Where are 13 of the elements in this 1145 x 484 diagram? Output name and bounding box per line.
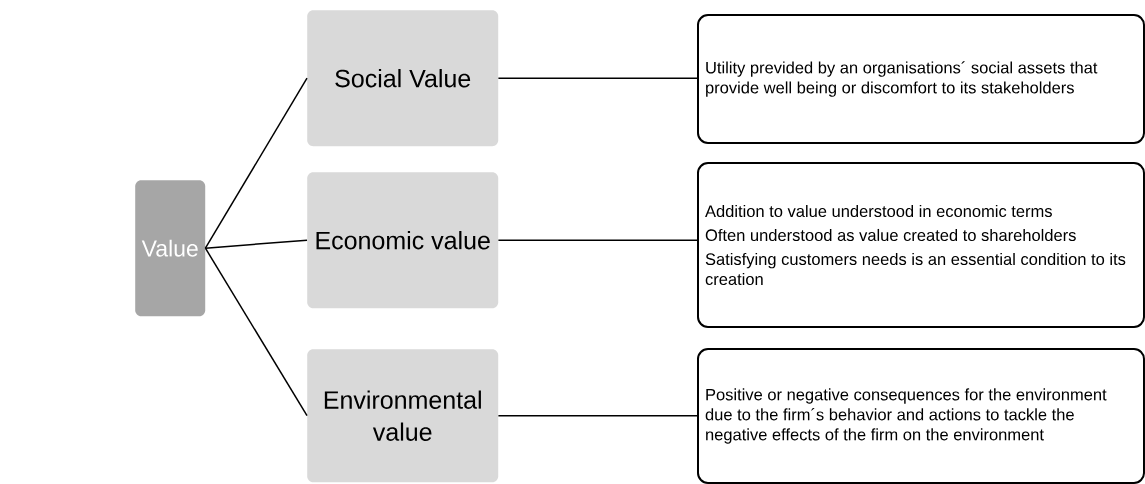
connector-line [497,414,698,417]
description-box: Utility previded by an organisations´ social assets that provide well being or discomfort to its stakeholders [697,14,1145,144]
category-box: Social Value [307,10,499,147]
connector-line [497,77,698,79]
category-box: Economic value [307,172,499,309]
connector-line [204,239,308,249]
connector-line [204,77,308,249]
connector-line [204,247,308,417]
connector-line [497,239,698,241]
description-box: Addition to value understood in economic terms Often understood as value created to shareholders Satisfying customers needs is an essential condition to its creation [697,162,1145,328]
category-box: Environmental value [307,349,499,483]
root-box: Value [135,180,206,317]
description-box: Positive or negative consequences for the environment due to the firm´s behavior and actions to tackle the negative effects of the firm on the environment [697,348,1145,484]
